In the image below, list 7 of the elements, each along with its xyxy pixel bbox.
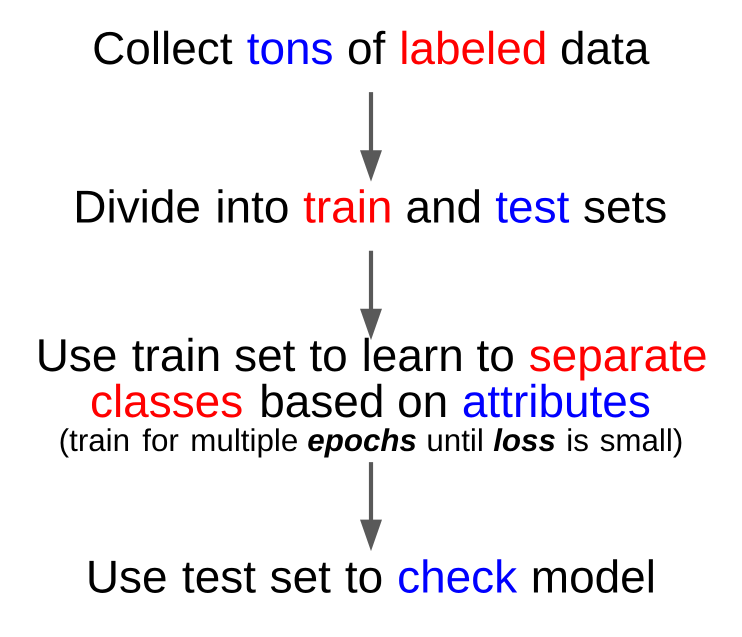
- node-text: Use train set to learn to separate classes based on attributes (train for multiple epochs until loss is small): [36, 328, 708, 458]
- arrow: [360, 462, 382, 552]
- arrow: [360, 92, 382, 182]
- arrow: [360, 250, 382, 340]
- node-text: Use test set to check model: [86, 550, 656, 602]
- node-text: Collect tons of labeled data: [92, 22, 650, 74]
- node-text: Divide into train and test sets: [73, 180, 668, 233]
